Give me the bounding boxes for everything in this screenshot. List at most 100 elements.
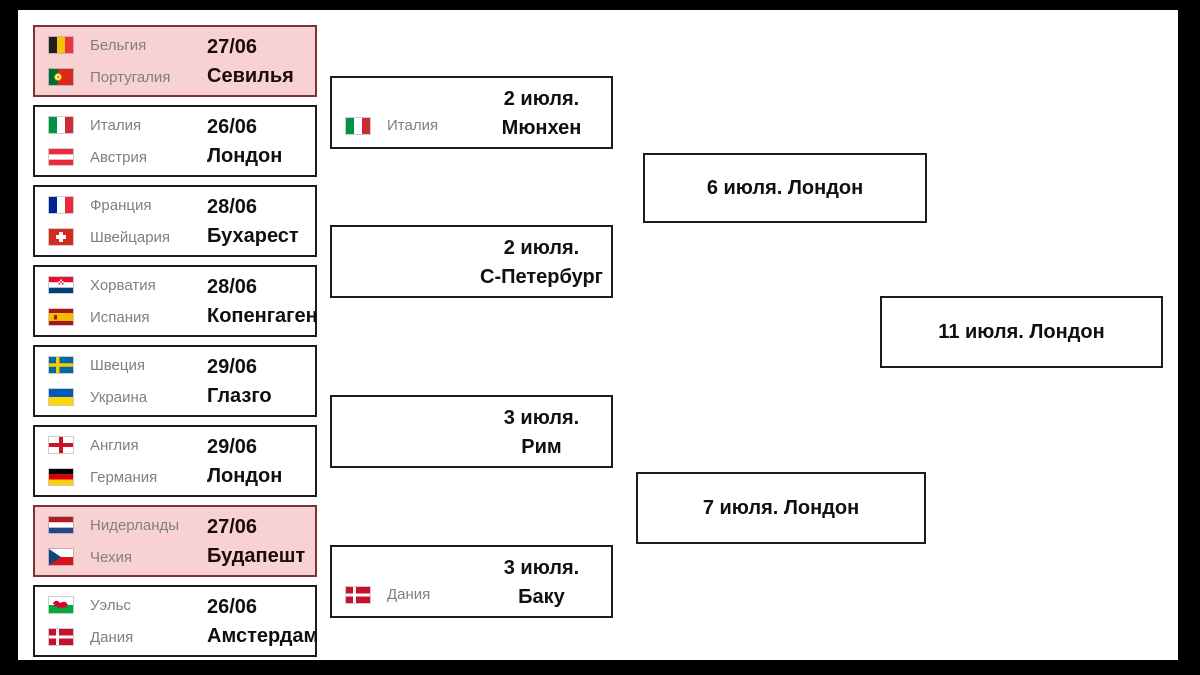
match-city: Лондон: [207, 145, 283, 167]
team-list: Нидерланды Чехия: [49, 507, 179, 575]
match-qf-baku: 3 июля. Баку Дания: [330, 545, 613, 618]
team-name: Украина: [90, 388, 148, 406]
team-row: Швеция: [49, 357, 147, 374]
match-r16-netherlands-czech: Нидерланды Чехия 27/06 Будапешт: [33, 505, 317, 577]
portugal-flag-icon: [49, 69, 73, 85]
match-venue: 29/06 Лондон: [207, 433, 282, 491]
team-list: Италия Австрия: [49, 107, 147, 175]
team-row: Австрия: [49, 149, 147, 166]
team-name: Дания: [90, 628, 134, 646]
match-r16-wales-denmark: Уэльс Дания 26/06 Амстердам: [33, 585, 319, 657]
team-name: Италия: [387, 117, 439, 134]
denmark-flag-icon: [49, 629, 73, 645]
match-city: Будапешт: [207, 545, 306, 567]
team-list: Бельгия Португалия: [49, 27, 170, 95]
wales-flag-icon: [49, 597, 73, 613]
austria-flag-icon: [49, 149, 73, 165]
match-label: 6 июля. Лондон: [706, 176, 864, 199]
germany-flag-icon: [49, 469, 73, 485]
match-venue: 27/06 Севилья: [207, 33, 294, 91]
team-list: Швеция Украина: [49, 347, 147, 415]
team-list: Франция Швейцария: [49, 187, 170, 255]
match-city: Мюнхен: [501, 117, 582, 139]
team-name: Бельгия: [90, 36, 147, 54]
italy-flag-icon: [346, 117, 370, 134]
belgium-flag-icon: [49, 37, 73, 53]
team-row: Украина: [49, 389, 147, 406]
team-row: Испания: [49, 309, 156, 326]
match-sf-2: 7 июля. Лондон: [636, 472, 926, 544]
ukraine-flag-icon: [49, 389, 73, 405]
team-name: Нидерланды: [90, 516, 180, 534]
match-venue: 28/06 Копенгаген: [207, 273, 318, 331]
match-date: 28/06: [207, 196, 258, 218]
team-row: Италия: [346, 117, 438, 134]
match-r16-italy-austria: Италия Австрия 26/06 Лондон: [33, 105, 317, 177]
match-label: 7 июля. Лондон: [702, 496, 860, 519]
match-venue: 2 июля. С-Петербург: [480, 234, 603, 292]
team-name: Португалия: [90, 68, 171, 86]
match-r16-belgium-portugal: Бельгия Португалия 27/06 Севилья: [33, 25, 317, 97]
match-city: Копенгаген: [207, 305, 318, 327]
match-date: 2 июля.: [503, 88, 580, 110]
match-r16-sweden-ukraine: Швеция Украина 29/06 Глазго: [33, 345, 317, 417]
match-final: 11 июля. Лондон: [880, 296, 1163, 368]
match-qf-munich: 2 июля. Мюнхен Италия: [330, 76, 613, 149]
team-row: Нидерланды: [49, 517, 179, 534]
bracket-canvas: Бельгия Португалия 27/06 Севилья Италия …: [18, 10, 1178, 660]
team-row: Германия: [49, 469, 157, 486]
team-name: Швеция: [90, 356, 145, 374]
match-venue: 26/06 Лондон: [207, 113, 282, 171]
match-date: 26/06: [207, 116, 258, 138]
team-name: Уэльс: [90, 596, 131, 614]
team-row: Франция: [49, 197, 170, 214]
team-name: Австрия: [90, 148, 148, 166]
team-name: Италия: [90, 116, 142, 134]
team-row: Швейцария: [49, 229, 170, 246]
match-city: Бухарест: [207, 225, 299, 247]
match-venue: 27/06 Будапешт: [207, 513, 305, 571]
match-r16-croatia-spain: Хорватия Испания 28/06 Копенгаген: [33, 265, 318, 337]
team-row: Уэльс: [49, 597, 133, 614]
team-row: Хорватия: [49, 277, 156, 294]
team-name: Швейцария: [90, 228, 171, 246]
netherlands-flag-icon: [49, 517, 73, 533]
match-city: Амстердам: [207, 625, 319, 647]
match-venue: 3 июля. Баку: [480, 554, 603, 612]
match-venue: 28/06 Бухарест: [207, 193, 299, 251]
match-date: 2 июля.: [503, 237, 580, 259]
match-date: 27/06: [207, 516, 258, 538]
match-venue: 3 июля. Рим: [480, 404, 603, 462]
match-sf-1: 6 июля. Лондон: [643, 153, 927, 223]
team-row: Чехия: [49, 549, 179, 566]
match-date: 28/06: [207, 276, 258, 298]
match-city: Баку: [518, 586, 565, 608]
team-list: Уэльс Дания: [49, 587, 133, 655]
england-flag-icon: [49, 437, 73, 453]
team-row: Англия: [49, 437, 157, 454]
match-label: 11 июля. Лондон: [938, 320, 1105, 343]
team-row: Бельгия: [49, 37, 170, 54]
team-name: Германия: [90, 468, 158, 486]
team-name: Хорватия: [90, 276, 156, 294]
match-city: Севилья: [207, 65, 294, 87]
match-date: 26/06: [207, 596, 258, 618]
croatia-flag-icon: [49, 277, 73, 293]
team-list: Англия Германия: [49, 427, 157, 495]
match-qf-stpetersburg: 2 июля. С-Петербург: [330, 225, 613, 298]
team-name: Дания: [387, 586, 431, 603]
match-r16-england-germany: Англия Германия 29/06 Лондон: [33, 425, 317, 497]
team-name: Чехия: [90, 548, 133, 566]
match-venue: 2 июля. Мюнхен: [480, 85, 603, 143]
match-city: Рим: [521, 436, 562, 458]
match-date: 29/06: [207, 356, 258, 378]
match-city: Глазго: [207, 385, 272, 407]
team-list: Хорватия Испания: [49, 267, 156, 335]
match-venue: 29/06 Глазго: [207, 353, 272, 411]
match-date: 27/06: [207, 36, 258, 58]
match-city: Лондон: [207, 465, 283, 487]
france-flag-icon: [49, 197, 73, 213]
match-city: С-Петербург: [480, 266, 603, 288]
team-row: Италия: [49, 117, 147, 134]
match-date: 29/06: [207, 436, 258, 458]
